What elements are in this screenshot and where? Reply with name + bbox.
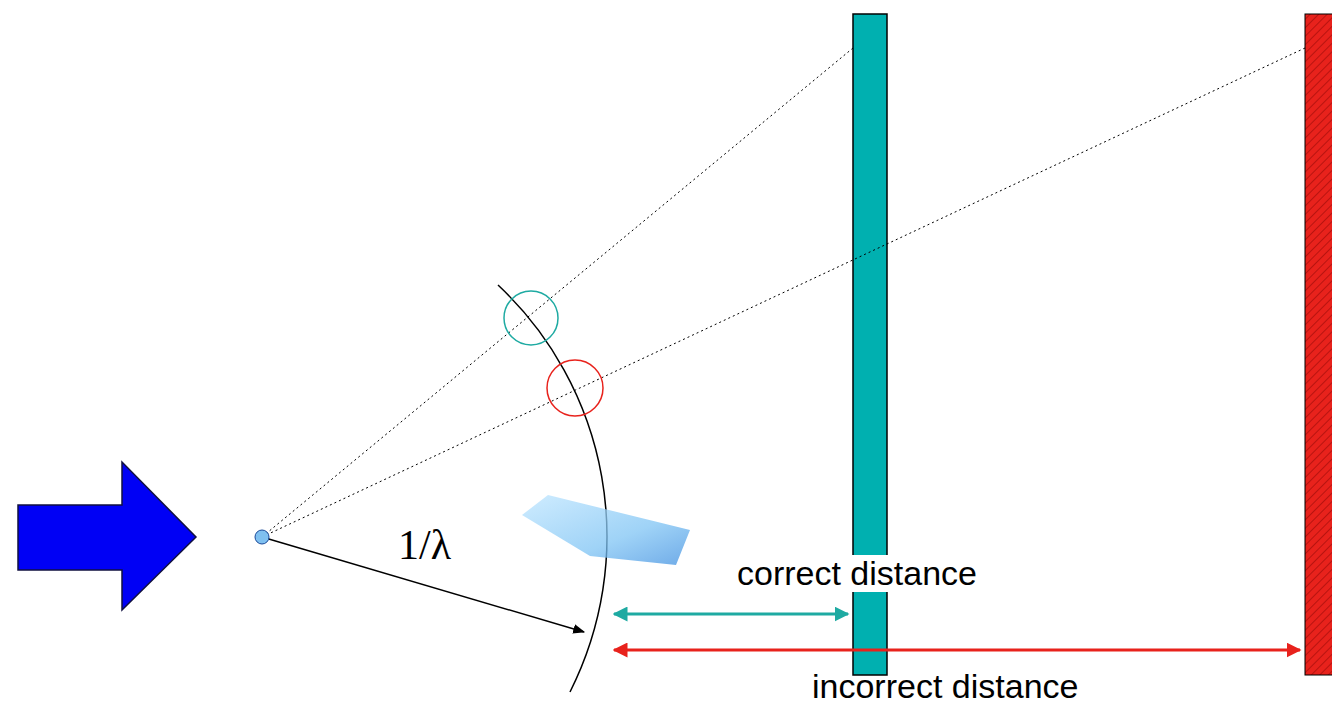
origin-dot	[255, 530, 269, 544]
ray-line	[262, 48, 1305, 537]
crystal	[522, 495, 690, 565]
ray-line	[262, 48, 853, 537]
distance-arrow	[614, 649, 1300, 652]
distance-label: correct distance	[735, 555, 979, 592]
distance-label: incorrect distance	[812, 668, 1078, 705]
radius-label: 1/λ	[398, 522, 451, 568]
beam-arrow	[18, 462, 196, 610]
ewald-arc	[498, 285, 607, 692]
reflection-circle	[547, 360, 603, 416]
reflection-circle	[504, 291, 558, 345]
detector-far	[1305, 14, 1332, 675]
distance-arrow	[614, 613, 848, 616]
